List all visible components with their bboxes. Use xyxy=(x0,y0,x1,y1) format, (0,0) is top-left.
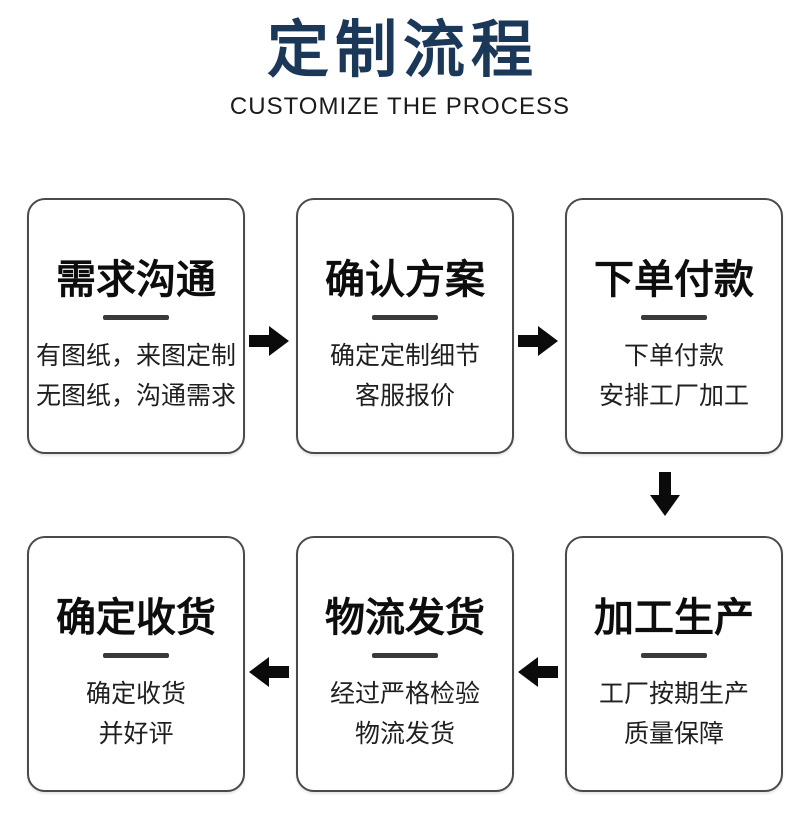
step-line: 工厂按期生产 xyxy=(598,680,749,708)
title-divider xyxy=(641,653,707,658)
arrow-left-icon xyxy=(518,657,558,687)
step-card-production: 加工生产 工厂按期生产 质量保障 xyxy=(565,536,783,792)
header: 定制流程 CUSTOMIZE THE PROCESS xyxy=(0,0,800,120)
step-line: 确定收货 xyxy=(85,680,186,708)
title-divider xyxy=(103,653,169,658)
title-divider xyxy=(641,315,707,320)
step-title: 需求沟通 xyxy=(56,258,216,302)
step-line: 下单付款 xyxy=(623,342,724,370)
arrow-right-icon xyxy=(249,326,289,356)
step-line: 物流发货 xyxy=(354,720,455,748)
step-card-order-payment: 下单付款 下单付款 安排工厂加工 xyxy=(565,198,783,454)
title-divider xyxy=(372,653,438,658)
step-title: 确认方案 xyxy=(325,258,485,302)
step-line: 确定定制细节 xyxy=(329,342,480,370)
page-subtitle: CUSTOMIZE THE PROCESS xyxy=(229,93,571,120)
step-title: 物流发货 xyxy=(325,596,485,640)
arrow-down-icon xyxy=(650,472,680,516)
title-divider xyxy=(372,315,438,320)
step-line: 经过严格检验 xyxy=(329,680,480,708)
step-title: 下单付款 xyxy=(594,258,754,302)
arrow-left-icon xyxy=(249,657,289,687)
step-card-communication: 需求沟通 有图纸，来图定制 无图纸，沟通需求 xyxy=(27,198,245,454)
step-card-receipt: 确定收货 确定收货 并好评 xyxy=(27,536,245,792)
step-title: 确定收货 xyxy=(56,596,216,640)
step-line: 并好评 xyxy=(98,720,174,748)
step-title: 加工生产 xyxy=(594,596,754,640)
title-divider xyxy=(103,315,169,320)
step-card-confirm-plan: 确认方案 确定定制细节 客服报价 xyxy=(296,198,514,454)
step-line: 无图纸，沟通需求 xyxy=(35,382,236,410)
step-line: 客服报价 xyxy=(354,382,455,410)
step-line: 安排工厂加工 xyxy=(598,382,749,410)
arrow-right-icon xyxy=(518,326,558,356)
step-line: 质量保障 xyxy=(623,720,724,748)
page-title: 定制流程 xyxy=(266,16,539,85)
step-line: 有图纸，来图定制 xyxy=(35,342,236,370)
step-card-shipping: 物流发货 经过严格检验 物流发货 xyxy=(296,536,514,792)
